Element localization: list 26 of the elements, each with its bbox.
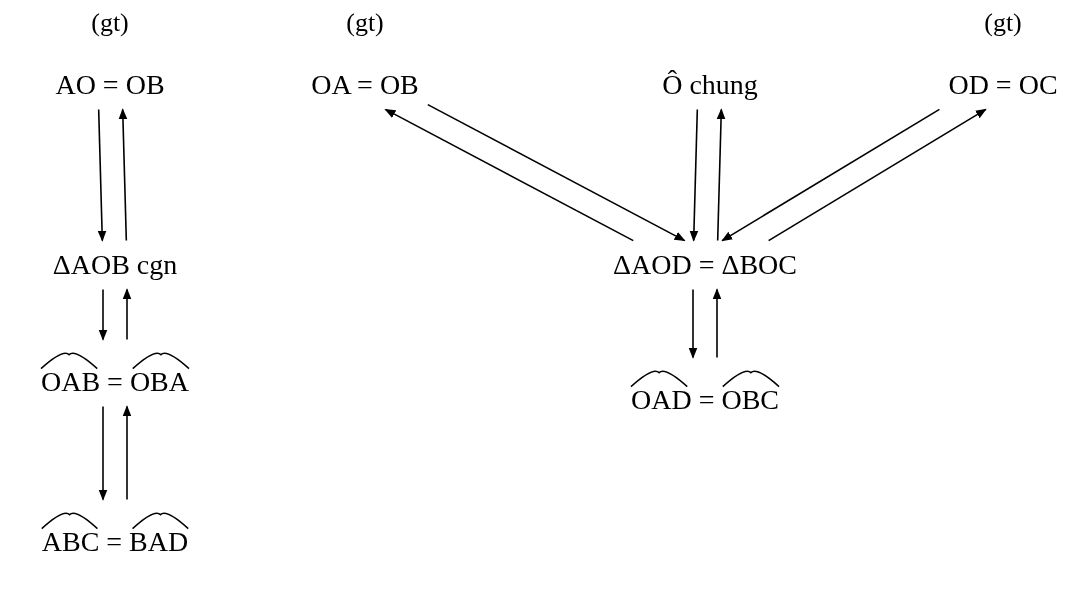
arrow [122, 405, 132, 501]
arrow [721, 108, 941, 242]
statement-text: AO = OB [55, 69, 165, 101]
arrow [427, 103, 686, 242]
arrow [98, 405, 108, 501]
statement-text: OAD = OBC [631, 384, 779, 416]
statement-text: OA = OB [311, 69, 419, 101]
arrow [118, 108, 128, 242]
statement-text: Ô chung [662, 69, 758, 101]
statement-text: ΔAOD = ΔBOC [613, 249, 797, 281]
statement-text: OD = OC [948, 69, 1058, 101]
arrow [97, 108, 107, 242]
given-note: (gt) [984, 8, 1022, 38]
arrow [384, 108, 635, 242]
given-note: (gt) [346, 8, 384, 38]
statement-text: ABC = BAD [41, 526, 189, 558]
arrow [122, 288, 132, 341]
statement-text: ΔAOB cgn [52, 249, 178, 281]
arrow [716, 108, 726, 242]
arrow [689, 108, 699, 242]
statement-text: OAB = OBA [41, 366, 189, 398]
arrow [688, 288, 698, 359]
given-note: (gt) [91, 8, 129, 38]
arrow [767, 108, 987, 242]
arrow [98, 288, 108, 341]
arrow [712, 288, 722, 359]
